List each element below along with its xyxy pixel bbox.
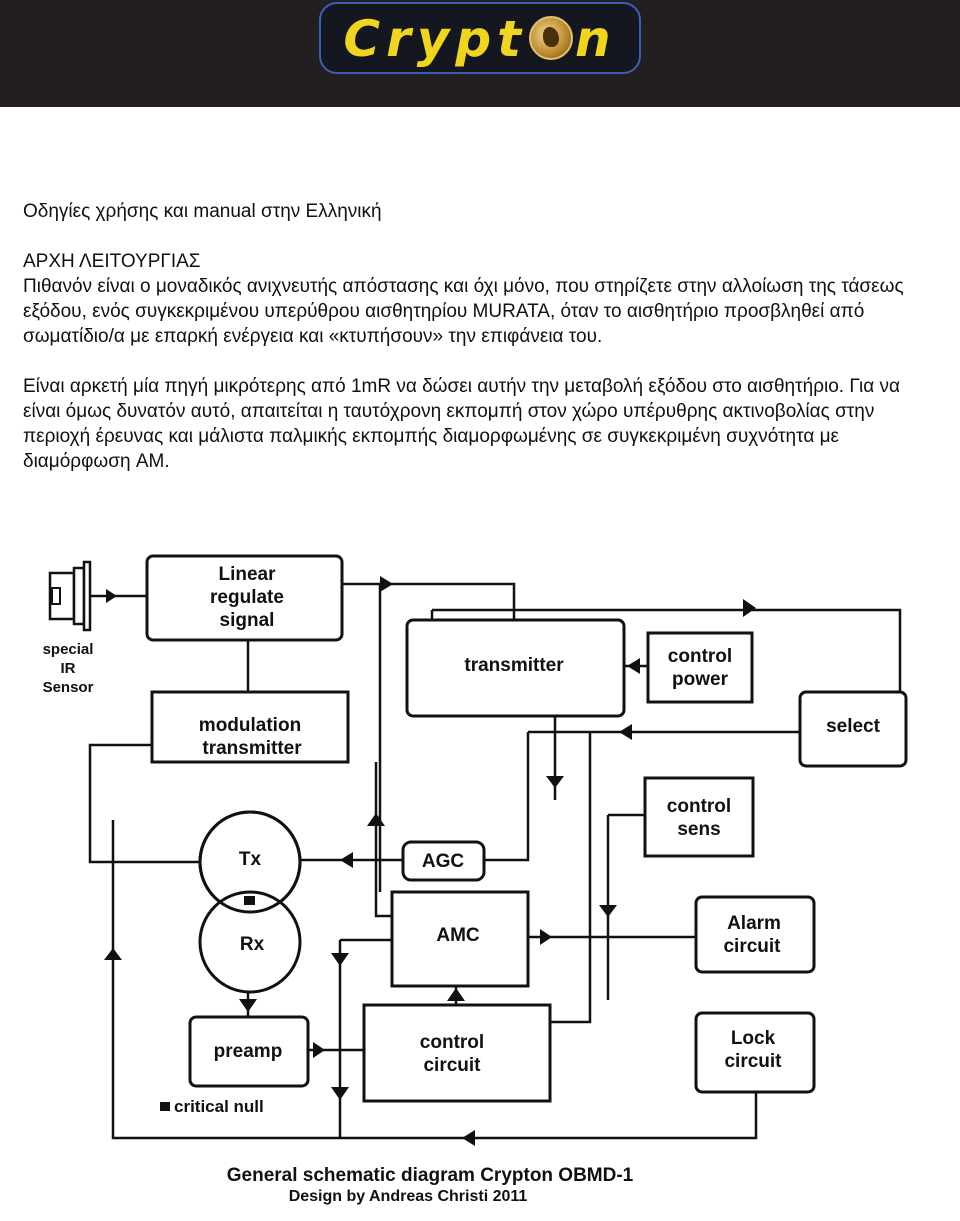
block-control-power: control power (646, 631, 754, 704)
document-title: Οδηγίες χρήσης και manual στην Ελληνική (23, 199, 938, 224)
document-title-text: Οδηγίες χρήσης και manual στην Ελληνική (23, 201, 382, 222)
sensor-label-line2: IR (61, 660, 76, 677)
logo-text-left: Crypt (343, 10, 528, 68)
wire-modulation-tx (88, 743, 200, 864)
block-linear-line1: Linear (218, 564, 276, 585)
gold-coin-emblem-icon (529, 16, 574, 60)
block-modulation-transmitter: modulation transmitter (150, 690, 350, 764)
block-amc-label: AMC (436, 925, 480, 946)
wire-bus-agc (484, 732, 530, 862)
diagram-credit: Design by Andreas Christi 2011 (289, 1188, 528, 1205)
arrowhead (743, 599, 756, 617)
arrowhead (367, 813, 385, 826)
arrowhead (447, 988, 465, 1001)
block-preamp: preamp (188, 1015, 310, 1088)
block-tx-rx: Tx Rx (198, 810, 302, 994)
paragraph-2: Είναι αρκετή μία πηγή μικρότερης από 1mR… (23, 374, 938, 474)
arrowhead (104, 948, 122, 960)
block-control-sens: control sens (643, 776, 755, 858)
arrowhead (619, 724, 632, 740)
critical-null-label: critical null (174, 1097, 264, 1116)
arrowhead (239, 999, 257, 1012)
paragraph-1: Πιθανόν είναι ο μοναδικός ανιχνευτής από… (23, 274, 938, 349)
block-select-label: select (826, 716, 881, 737)
block-transmitter-label: transmitter (464, 655, 564, 676)
diagram-arrowheads (104, 576, 756, 1146)
block-lock-line2: circuit (724, 1051, 782, 1072)
block-lock-circuit: Lock circuit (694, 1011, 816, 1094)
block-modulation-line2: transmitter (202, 738, 302, 759)
block-control-circuit-line1: control (420, 1032, 484, 1053)
block-linear-line2: regulate (210, 587, 284, 608)
logo-text-right: n (575, 10, 617, 68)
block-control-power-line2: power (672, 669, 729, 690)
block-control-sens-line2: sens (677, 819, 720, 840)
critical-null-legend-swatch (160, 1102, 170, 1111)
block-preamp-label: preamp (214, 1041, 283, 1062)
wire-amc-left (338, 938, 392, 1138)
block-lock-line1: Lock (731, 1028, 776, 1049)
block-transmitter: transmitter (405, 618, 626, 718)
wire-linear-transmitter (342, 582, 516, 620)
arrowhead (380, 576, 393, 592)
arrowhead (331, 1087, 349, 1100)
ir-sensor-icon (48, 560, 92, 632)
block-alarm-circuit: Alarm circuit (694, 895, 816, 974)
section-heading: ΑΡΧΗ ΛΕΙΤΟΥΡΓΙΑΣ (23, 249, 938, 274)
block-amc: AMC (390, 890, 530, 988)
block-control-circuit-line2: circuit (423, 1055, 481, 1076)
block-linear-line3: signal (220, 610, 275, 631)
sensor-label-line3: Sensor (43, 679, 94, 696)
section-heading-text: ΑΡΧΗ ΛΕΙΤΟΥΡΓΙΑΣ (23, 251, 201, 272)
block-control-power-line1: control (668, 646, 732, 667)
wire-bottom-loop (111, 820, 758, 1140)
arrowhead (340, 852, 353, 868)
arrowhead (540, 929, 552, 945)
arrowhead (313, 1042, 325, 1058)
wire-select-control (550, 732, 592, 1024)
arrowhead (462, 1130, 475, 1146)
arrowhead (546, 776, 564, 788)
block-control-sens-line1: control (667, 796, 731, 817)
critical-null-marker (244, 896, 255, 905)
paragraph-1-text: Πιθανόν είναι ο μοναδικός ανιχνευτής από… (23, 276, 904, 347)
block-modulation-line1: modulation (199, 715, 301, 736)
arrowhead (331, 953, 349, 966)
rx-label: Rx (240, 934, 265, 955)
arrowhead (106, 589, 117, 603)
paragraph-2-text: Είναι αρκετή μία πηγή μικρότερης από 1mR… (23, 376, 900, 472)
block-control-circuit: control circuit (362, 1003, 552, 1103)
block-select: select (798, 690, 908, 768)
sensor-label-line1: special (43, 641, 94, 658)
block-alarm-line1: Alarm (727, 913, 781, 934)
schematic-diagram: special IR Sensor Linear regulate signal… (43, 554, 908, 1205)
tx-label: Tx (239, 849, 262, 870)
block-linear-regulate: Linear regulate signal (145, 554, 344, 642)
block-agc-label: AGC (422, 851, 465, 872)
arrowhead (599, 905, 617, 917)
block-alarm-line2: circuit (723, 936, 781, 957)
wire-top-right (432, 608, 902, 692)
wire-modulation-amc (374, 762, 392, 918)
block-agc: AGC (401, 840, 486, 882)
diagram-caption: General schematic diagram Crypton OBMD-1 (227, 1165, 634, 1186)
arrowhead (627, 658, 640, 674)
